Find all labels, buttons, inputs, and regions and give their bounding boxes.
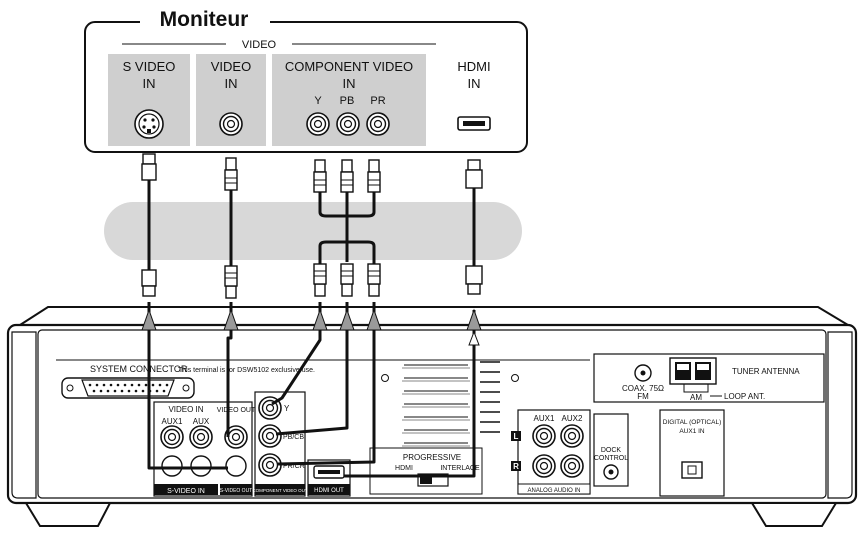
video-label: VIDEO (211, 59, 251, 74)
component-video-out-label: COMPONENT VIDEO OUT (252, 488, 307, 493)
digital-optical-label: DIGITAL (OPTICAL) (663, 419, 722, 426)
dock-control-label-1: DOCK (601, 447, 622, 454)
receiver-cable-routing (147, 302, 476, 478)
s-video-out-label: S-VIDEO OUT (220, 488, 253, 494)
hdmi-in-label: IN (468, 76, 481, 91)
component-pr-out-jack[interactable] (258, 453, 282, 477)
s-video-in-aux-jack[interactable] (190, 455, 212, 477)
audio-aux1-label: AUX1 (534, 414, 555, 423)
y-plug-top (313, 159, 327, 193)
hdmi-arrow (466, 308, 482, 331)
hdmi-label: HDMI (457, 59, 490, 74)
dock-control-label-2: CONTROL (594, 455, 628, 462)
am-terminal[interactable] (669, 357, 717, 385)
s-video-plug-top (141, 153, 157, 181)
loop-ant-label: LOOP ANT. (724, 392, 765, 401)
video-in-aux1-jack[interactable] (160, 425, 184, 449)
fm-label: FM (637, 392, 649, 401)
aux1-label: AUX1 (162, 417, 183, 426)
right-channel-label: R (513, 462, 519, 471)
screw-right (511, 374, 519, 382)
pb-label: PB (340, 95, 355, 107)
monitor-title: Moniteur (160, 8, 249, 31)
aux1-r-jack[interactable] (532, 454, 556, 478)
component-pb-out-label: PB/CB (283, 434, 304, 441)
pr-jack[interactable] (366, 112, 390, 136)
video-in-aux-jack[interactable] (189, 425, 213, 449)
audio-aux2-label: AUX2 (562, 414, 583, 423)
s-video-jack[interactable] (134, 109, 164, 139)
video-group-label: VIDEO (242, 39, 277, 51)
video-arrow (223, 308, 239, 331)
y-plug-bottom (313, 263, 327, 297)
digital-aux1-in-label: AUX1 IN (679, 428, 705, 435)
s-video-in-aux1-jack[interactable] (161, 455, 183, 477)
coax-label: COAX. 75Ω (622, 384, 664, 393)
video-plug-top (224, 157, 238, 191)
s-video-out-jack[interactable] (225, 455, 247, 477)
tuner-antenna-label: TUNER ANTENNA (732, 367, 800, 376)
component-pb-out-jack[interactable] (258, 424, 282, 448)
pb-arrow (339, 308, 355, 331)
s-video-label: S VIDEO (123, 59, 176, 74)
hdmi-out-label: HDMI OUT (314, 488, 344, 494)
component-pr-out-label: PR/CR (283, 463, 305, 470)
component-y-out-label: Y (284, 404, 290, 413)
screw-left (381, 374, 389, 382)
pr-label: PR (370, 95, 385, 107)
hdmi-plug-bottom (465, 265, 483, 295)
optical-in-port[interactable] (681, 461, 703, 479)
video-out-label: VIDEO OUT (217, 407, 256, 414)
video-in-label: IN (225, 76, 238, 91)
s-video-in-label: IN (143, 76, 156, 91)
hdmi-mode-label: HDMI (395, 465, 413, 472)
pb-plug-top (340, 159, 354, 193)
progressive-label: PROGRESSIVE (403, 453, 461, 462)
pb-plug-bottom (340, 263, 354, 297)
aux1-l-jack[interactable] (532, 424, 556, 448)
hdmi-plug-top (465, 159, 483, 189)
video-jack[interactable] (219, 112, 243, 136)
am-label: AM (690, 393, 702, 402)
y-jack[interactable] (306, 112, 330, 136)
monitor-panel: Moniteur VIDEO S VIDEO IN VIDEO IN COMPO… (84, 6, 528, 153)
left-channel-label: L (514, 432, 519, 441)
aux-label: AUX (193, 417, 210, 426)
video-in-label-rcv: VIDEO IN (168, 405, 203, 414)
pr-plug-top (367, 159, 381, 193)
s-video-in-label-rcv: S-VIDEO IN (167, 488, 205, 495)
receiver-body: SYSTEM CONNECTOR This terminal is for DS… (6, 306, 858, 527)
interlace-mode-label: INTERLACE (440, 465, 480, 472)
y-label: Y (314, 95, 322, 107)
aux2-l-jack[interactable] (560, 424, 584, 448)
video-plug-bottom (224, 265, 238, 299)
hdmi-out-port[interactable] (313, 465, 345, 479)
cables (141, 153, 483, 299)
system-connector-label: SYSTEM CONNECTOR (90, 364, 188, 374)
system-connector-note: This terminal is for DSW5102 exclusive u… (178, 367, 315, 374)
pb-jack[interactable] (336, 112, 360, 136)
analog-audio-in-label: ANALOG AUDIO IN (527, 488, 580, 494)
pr-plug-bottom (367, 263, 381, 297)
hdmi-port[interactable] (457, 116, 491, 131)
component-label: COMPONENT VIDEO (285, 59, 413, 74)
vent-grille (402, 361, 500, 447)
system-connector-port[interactable] (61, 377, 195, 399)
s-video-plug-bottom (141, 269, 157, 297)
arrows (141, 308, 482, 346)
pr-arrow (366, 308, 382, 331)
y-arrow (312, 308, 328, 331)
aux2-r-jack[interactable] (560, 454, 584, 478)
cable-band (104, 202, 522, 260)
component-in-label: IN (343, 76, 356, 91)
s-video-arrow (141, 308, 157, 331)
